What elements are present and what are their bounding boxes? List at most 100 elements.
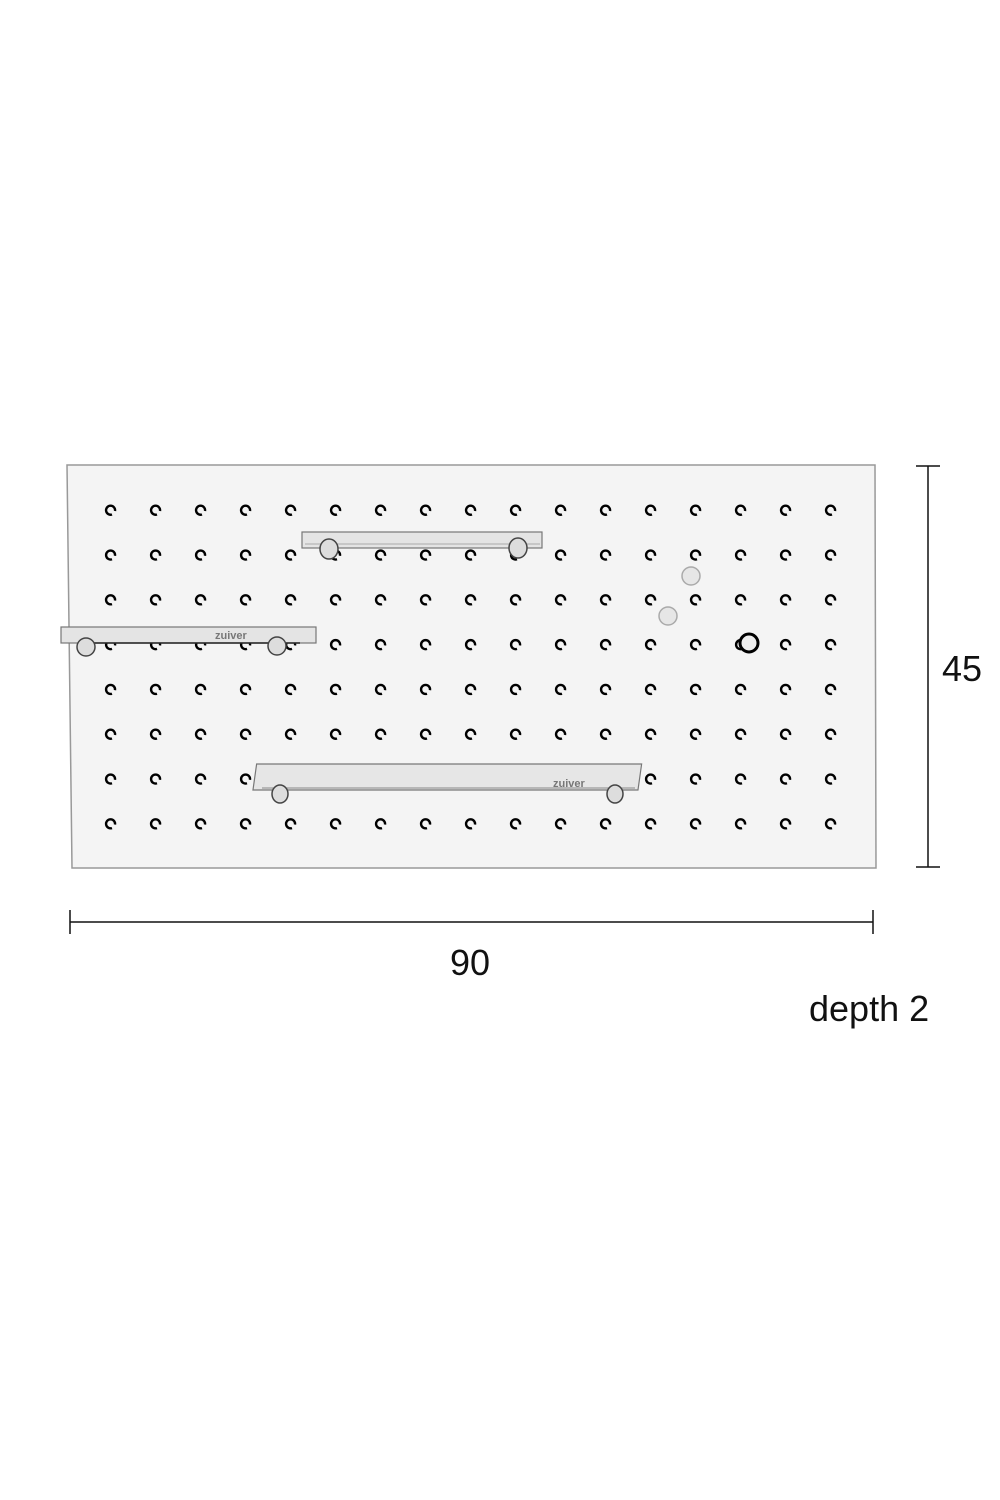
peg-hole: [419, 818, 432, 830]
peg-hole: [104, 683, 117, 696]
peg-hole: [239, 728, 252, 740]
peg-hole: [599, 683, 612, 696]
peg-hole: [509, 504, 522, 516]
peg-hole: [824, 818, 837, 830]
peg-hole: [149, 549, 162, 561]
peg-holes: [104, 504, 837, 830]
peg-hole: [644, 683, 657, 696]
peg-hole: [644, 773, 657, 785]
peg-hole: [689, 594, 702, 606]
peg-hole: [734, 504, 747, 516]
peg-hole: [554, 594, 567, 606]
peg-hole: [779, 818, 792, 830]
peg-hole: [284, 818, 297, 830]
peg-hole: [644, 818, 657, 830]
peg-hole: [239, 549, 252, 561]
peg-hole: [734, 728, 747, 740]
peg-hole: [689, 773, 702, 785]
peg-hole: [734, 818, 747, 830]
peg-hole: [824, 683, 837, 696]
peg-hole: [734, 549, 747, 561]
peg-hole: [284, 728, 297, 740]
peg-hole: [194, 504, 207, 516]
peg-hole: [464, 594, 477, 606]
peg-hole: [104, 504, 117, 516]
brand-logo: zuiver: [553, 778, 586, 790]
peg-hole: [644, 728, 657, 740]
pegboard-panel: [66, 464, 877, 869]
peg-hole: [779, 504, 792, 516]
peg-hole: [554, 818, 567, 830]
peg-hole: [464, 728, 477, 740]
peg-hole: [104, 818, 117, 830]
peg-hole: [644, 638, 657, 651]
peg-hole: [329, 504, 342, 516]
peg-hole: [554, 638, 567, 651]
peg-hole: [509, 683, 522, 696]
shelf-left: zuiver: [60, 626, 317, 657]
shelf-peg: [76, 637, 96, 657]
peg-hole: [329, 728, 342, 740]
peg-hole: [509, 728, 522, 740]
peg-hole: [689, 549, 702, 561]
peg-hole: [824, 594, 837, 606]
peg-hole: [194, 594, 207, 606]
peg-hole: [824, 773, 837, 785]
peg-hole: [284, 683, 297, 696]
peg-hole: [824, 549, 837, 561]
peg-hole: [329, 638, 342, 651]
peg-hole: [374, 818, 387, 830]
peg-hole: [419, 728, 432, 740]
peg-hole: [599, 504, 612, 516]
peg-hole: [779, 683, 792, 696]
peg-hole: [464, 683, 477, 696]
peg-hole: [194, 728, 207, 740]
peg-hole: [689, 818, 702, 830]
shelf-peg: [508, 537, 528, 559]
peg-hole: [554, 728, 567, 740]
peg-hole: [779, 728, 792, 740]
peg-hole: [689, 504, 702, 516]
peg-hole: [824, 638, 837, 651]
peg-hole: [419, 638, 432, 651]
peg-hole: [689, 683, 702, 696]
peg-hole: [779, 594, 792, 606]
peg-hole: [284, 504, 297, 516]
peg-hole: [194, 683, 207, 696]
peg-hole: [554, 549, 567, 561]
peg-hole: [509, 638, 522, 651]
peg-hole: [104, 594, 117, 606]
peg-hole: [464, 504, 477, 516]
shelf-peg: [271, 784, 289, 804]
peg-hole: [554, 504, 567, 516]
peg-hole: [689, 638, 702, 651]
peg-hole: [329, 683, 342, 696]
width-label: 90: [450, 942, 491, 983]
shelf-bottom: zuiver: [252, 763, 643, 804]
peg-hole: [779, 549, 792, 561]
peg-hole: [824, 504, 837, 516]
peg-hole: [194, 818, 207, 830]
peg-hole: [824, 728, 837, 740]
depth-label: depth 2: [809, 988, 930, 1029]
peg-hole: [509, 818, 522, 830]
peg-hole: [464, 638, 477, 651]
shelf-peg: [319, 538, 339, 560]
peg-hole: [599, 638, 612, 651]
shelf-top: [301, 531, 543, 560]
peg-hole: [779, 638, 792, 651]
peg-hole: [239, 594, 252, 606]
brand-logo: zuiver: [215, 630, 248, 642]
peg-hole: [329, 818, 342, 830]
peg-hole: [374, 683, 387, 696]
peg-hole: [284, 549, 297, 561]
peg-hole: [104, 549, 117, 561]
peg-hole: [374, 504, 387, 516]
peg-hole: [419, 549, 432, 561]
peg-hole: [149, 683, 162, 696]
peg-hole: [374, 594, 387, 606]
peg-hole: [644, 594, 657, 606]
peg-hole: [374, 728, 387, 740]
peg-hole: [779, 773, 792, 785]
